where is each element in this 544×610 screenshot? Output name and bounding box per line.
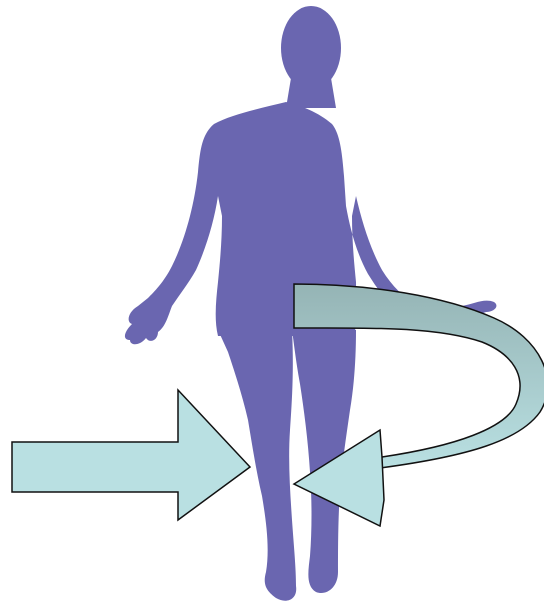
straight-arrow bbox=[12, 390, 250, 520]
silhouette-head bbox=[281, 6, 341, 90]
silhouette-neck bbox=[286, 78, 336, 108]
